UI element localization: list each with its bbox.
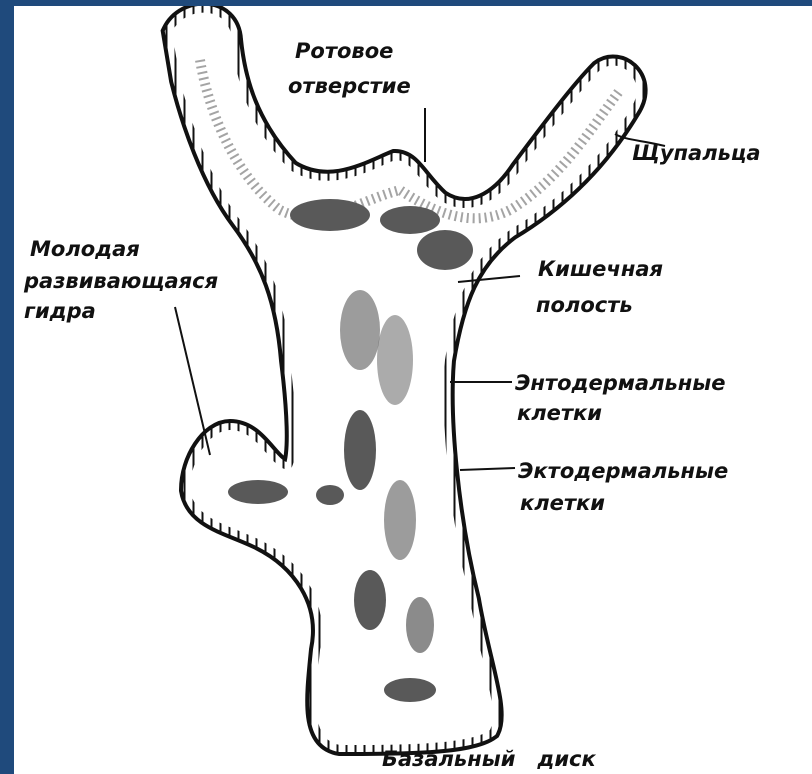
label-ectoderm-2: клетки	[520, 491, 605, 515]
label-gut-2: полость	[536, 293, 633, 317]
label-young-2: развивающаяся	[23, 269, 218, 293]
label-endoderm-2: клетки	[517, 401, 602, 425]
label-ectoderm-1: Эктодермальные	[518, 459, 728, 483]
label-gut-1: Кишечная	[538, 257, 663, 281]
label-mouth-2: отверстие	[288, 74, 411, 98]
label-young-3: гидра	[24, 299, 96, 323]
diagram-panel: Ротовое отверстие Щупальца Молодая разви…	[14, 6, 812, 774]
label-mouth-1: Ротовое	[295, 39, 393, 63]
hydra-diagram: Ротовое отверстие Щупальца Молодая разви…	[14, 6, 812, 774]
label-endoderm-1: Энтодермальные	[515, 371, 726, 395]
label-young-1: Молодая	[30, 237, 140, 261]
label-basal-disc: Базальный диск	[382, 747, 596, 771]
label-tentacles: Щупальца	[632, 141, 761, 165]
